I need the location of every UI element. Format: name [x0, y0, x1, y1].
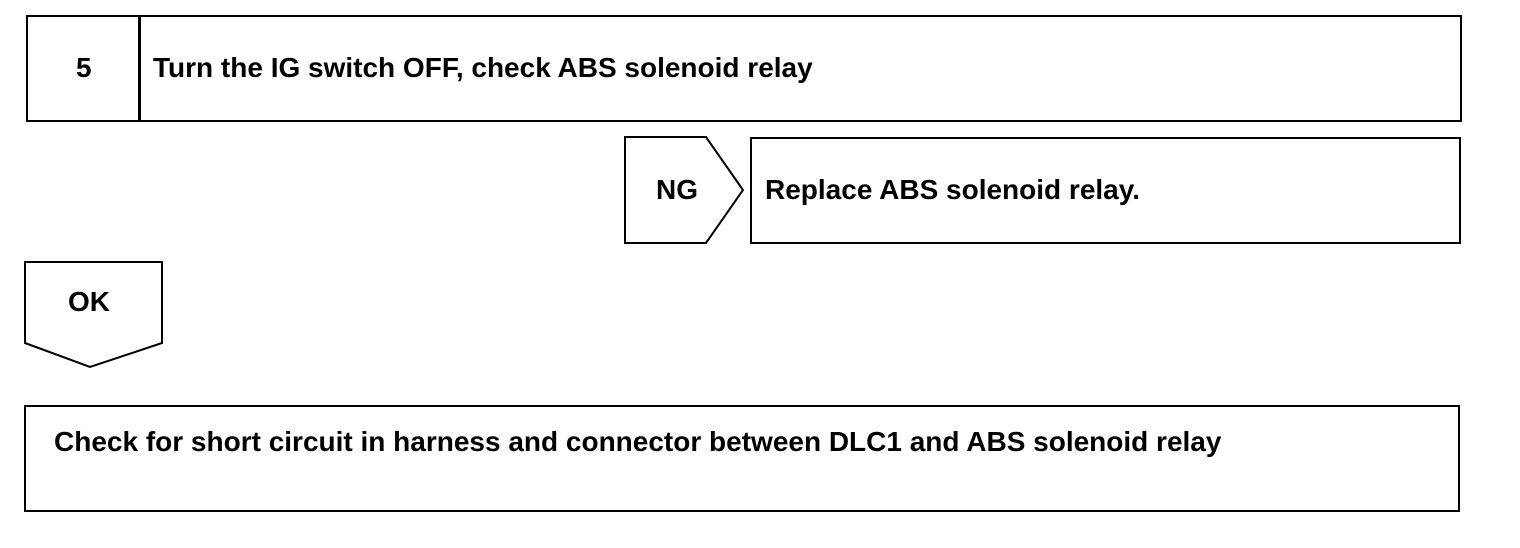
step-number-divider	[138, 15, 141, 122]
ng-action-box	[750, 137, 1461, 244]
ng-action-text: Replace ABS solenoid relay.	[765, 174, 1141, 205]
ok-label: OK	[68, 286, 110, 317]
next-step-text: Check for short circuit in harness and c…	[54, 426, 1222, 457]
next-step-box	[24, 405, 1460, 512]
ng-label: NG	[656, 174, 698, 205]
step-number: 5	[76, 52, 92, 83]
step-box	[26, 15, 1462, 122]
step-instruction: Turn the IG switch OFF, check ABS soleno…	[153, 52, 813, 83]
